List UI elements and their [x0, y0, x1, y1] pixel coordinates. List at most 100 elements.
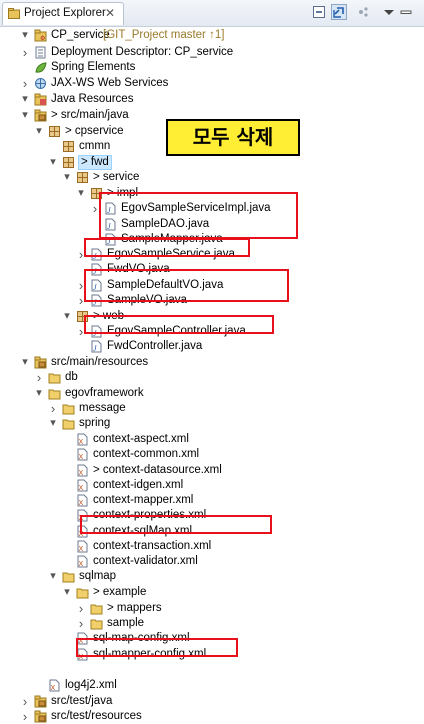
chevron-right-icon[interactable]: › [22, 694, 28, 709]
tree-item[interactable]: ▾> web [0, 309, 424, 324]
chevron-down-icon[interactable]: ▾ [22, 93, 28, 105]
chevron-down-icon[interactable]: ▾ [78, 187, 84, 199]
tree-item[interactable]: ▾> cpservice [0, 124, 424, 139]
tree-item-label: spring [79, 417, 111, 429]
tree-item[interactable]: ▾ > src/main/java [0, 108, 424, 123]
folder-icon [48, 389, 61, 400]
chevron-down-icon[interactable]: ▾ [36, 387, 42, 399]
tab-project-explorer[interactable]: Project Explorer ✕ [2, 2, 124, 25]
tree-item-label: context-common.xml [93, 448, 200, 460]
chevron-right-icon[interactable]: › [78, 247, 84, 262]
chevron-right-icon[interactable]: › [78, 601, 84, 616]
chevron-down-icon[interactable]: ▾ [64, 171, 70, 183]
tree-item[interactable]: ▾Java Resources [0, 92, 424, 107]
chevron-down-icon[interactable]: ▾ [22, 356, 28, 368]
chevron-right-icon[interactable]: › [36, 370, 42, 385]
tree-item[interactable]: ▾> example [0, 585, 424, 600]
tree-item[interactable]: › db [0, 370, 424, 385]
chevron-right-icon[interactable]: › [78, 278, 84, 293]
minimize-icon[interactable] [399, 5, 413, 19]
folder-icon [76, 588, 89, 599]
tree-item-label: EgovSampleServiceImpl.java [121, 202, 271, 214]
chevron-down-icon[interactable]: ▾ [36, 125, 42, 137]
chevron-down-icon[interactable]: ▾ [50, 417, 56, 429]
link-with-editor-icon[interactable] [331, 4, 347, 20]
tree-item-label: log4j2.xml [65, 679, 117, 691]
chevron-down-icon[interactable]: ▾ [50, 156, 56, 168]
tree-item-label: sql-mapper-config.xml [93, 648, 207, 660]
chevron-down-icon[interactable]: ▾ [64, 586, 70, 598]
tree-item[interactable]: ›src/test/resources [0, 709, 424, 724]
view-tabbar: Project Explorer ✕ [0, 0, 424, 27]
tree-item[interactable]: ›message [0, 401, 424, 416]
chevron-right-icon[interactable]: › [78, 616, 84, 631]
chevron-right-icon[interactable]: › [78, 293, 84, 308]
tree-item[interactable]: cmmn [0, 139, 424, 154]
xml-file-icon: X [77, 448, 88, 461]
focus-icon[interactable] [356, 5, 370, 19]
tree-item[interactable]: ▾> service [0, 170, 424, 185]
chevron-right-icon[interactable]: › [92, 201, 98, 216]
tree-item[interactable]: ›JAX-WS Web Services [0, 76, 424, 91]
tree-item[interactable]: ›> mappers [0, 601, 424, 616]
svg-text:J: J [93, 329, 97, 338]
tree-item[interactable]: ▾egovframework [0, 386, 424, 401]
chevron-down-icon[interactable]: ▾ [22, 109, 28, 121]
tree-item[interactable]: › src/test/java [0, 694, 424, 709]
tree-item[interactable]: Spring Elements [0, 60, 424, 75]
chevron-down-icon[interactable]: ▾ [64, 310, 70, 322]
tree-item-label: Deployment Descriptor: CP_service [51, 46, 234, 58]
tree-item[interactable]: ▾src/main/resources [0, 355, 424, 370]
chevron-right-icon[interactable]: › [22, 76, 28, 91]
project-tree: ▾⚙CP_service [GIT_Project master ↑1] › Dep… [0, 26, 424, 724]
close-icon[interactable]: ✕ [105, 6, 116, 20]
chevron-right-icon[interactable]: › [22, 45, 28, 60]
tree-item-label: EgovSampleController.java [107, 325, 246, 337]
tree-item-label: db [65, 371, 78, 383]
view-menu-icon[interactable] [382, 5, 396, 19]
chevron-down-icon[interactable]: ▾ [22, 29, 28, 41]
tree-item-label: > src/main/java [51, 109, 129, 121]
xml-file-icon: X [77, 464, 88, 477]
tree-item[interactable]: ›sample [0, 616, 424, 631]
package-icon [63, 157, 74, 168]
tree-item-label: SampleMapper.java [121, 233, 223, 245]
chevron-right-icon[interactable]: › [78, 324, 84, 339]
tree-item-label: SampleVO.java [107, 294, 187, 306]
tree-item[interactable]: ▾> impl [0, 186, 424, 201]
tree-item[interactable]: ▾sqlmap [0, 569, 424, 584]
tree-item[interactable]: › Deployment Descriptor: CP_service [0, 45, 424, 60]
collapse-all-icon[interactable] [312, 5, 326, 19]
chevron-down-icon[interactable]: ▾ [50, 570, 56, 582]
folder-icon [62, 419, 75, 430]
chevron-right-icon[interactable]: › [22, 709, 28, 724]
chevron-right-icon[interactable]: › [50, 401, 56, 416]
svg-text:X: X [79, 654, 84, 661]
tree-item[interactable]: X> context-datasource.xml [0, 463, 424, 478]
tree-item[interactable]: ▾> fwd [0, 155, 424, 170]
tree-item-label: src/test/java [51, 695, 113, 707]
tree-item-label: context-validator.xml [93, 555, 198, 567]
tree-item[interactable]: › J EgovSampleController.java [0, 324, 424, 339]
tree-item[interactable]: ▾⚙CP_service [GIT_Project master ↑1] [0, 28, 424, 43]
tree-item[interactable]: ▾ spring [0, 416, 424, 431]
